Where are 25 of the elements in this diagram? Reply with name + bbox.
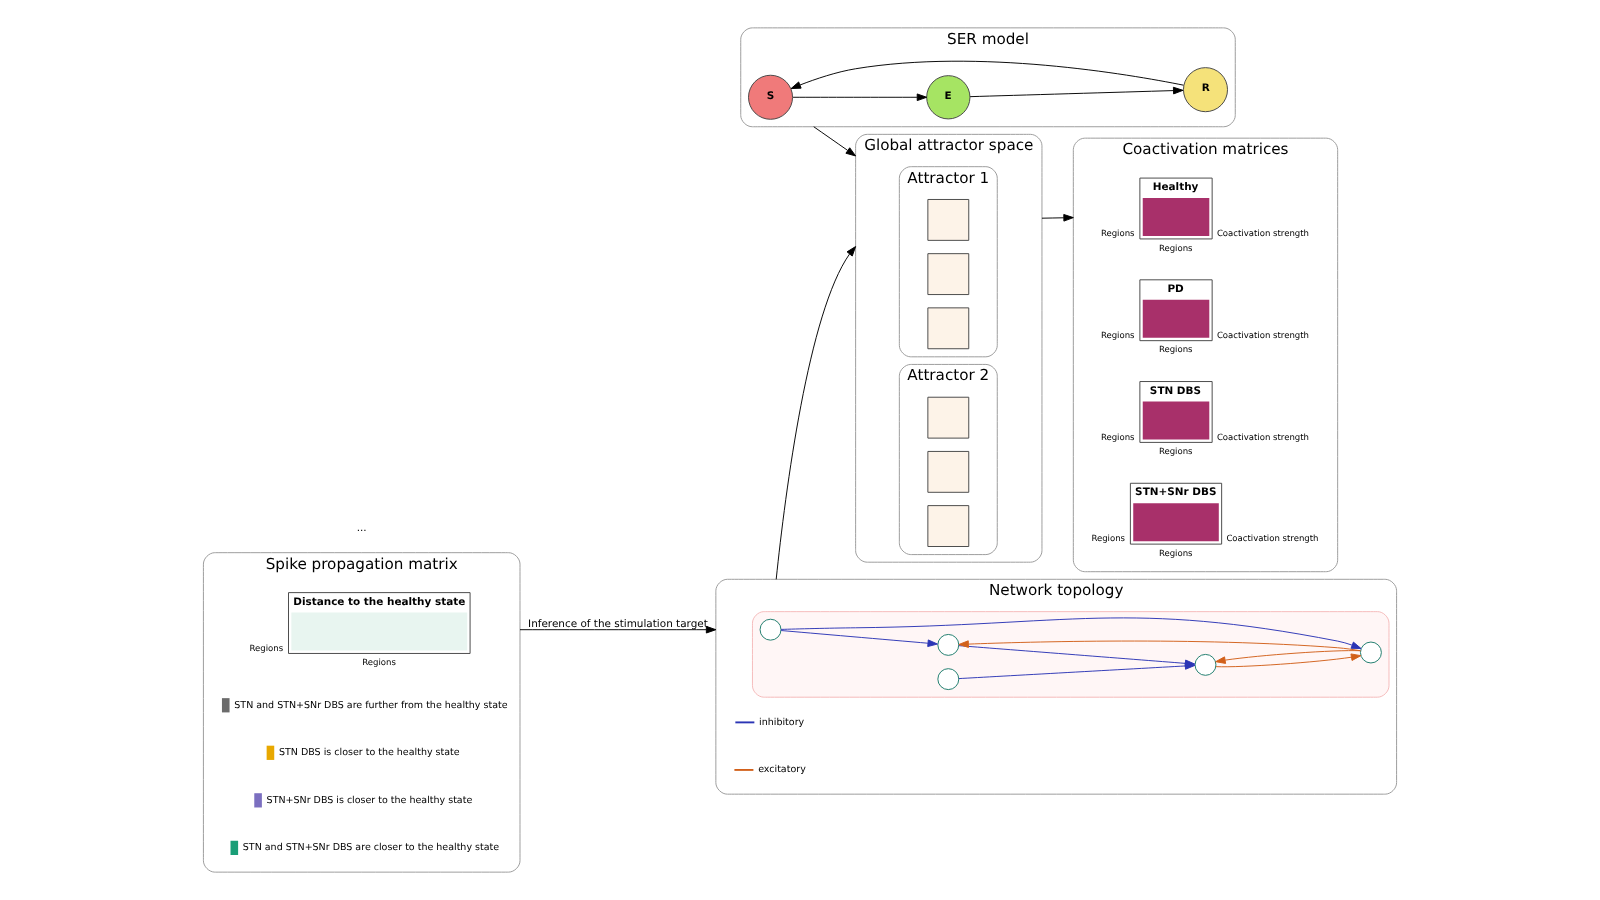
arrow xyxy=(519,625,717,634)
arrow xyxy=(780,630,938,648)
arrow xyxy=(792,93,928,102)
node-box xyxy=(927,505,970,547)
node-circle xyxy=(937,668,960,691)
arrow xyxy=(1041,214,1074,222)
node-circle xyxy=(1194,653,1217,676)
cluster xyxy=(752,611,1390,698)
arrow xyxy=(790,60,1184,90)
arrow xyxy=(1215,653,1362,668)
node-box xyxy=(927,199,970,241)
node-box xyxy=(927,307,970,350)
node-circle xyxy=(759,618,782,641)
arrow xyxy=(813,126,857,157)
arrow xyxy=(780,617,1362,650)
arrow xyxy=(1215,650,1361,664)
node-circle xyxy=(1360,641,1382,664)
node-box xyxy=(927,450,970,493)
arrow xyxy=(775,246,857,580)
arrow xyxy=(958,662,1196,680)
node-circle xyxy=(937,633,960,656)
node-box xyxy=(927,396,970,439)
node-box xyxy=(927,253,970,296)
arrow xyxy=(969,86,1184,98)
arrow xyxy=(958,640,1361,652)
